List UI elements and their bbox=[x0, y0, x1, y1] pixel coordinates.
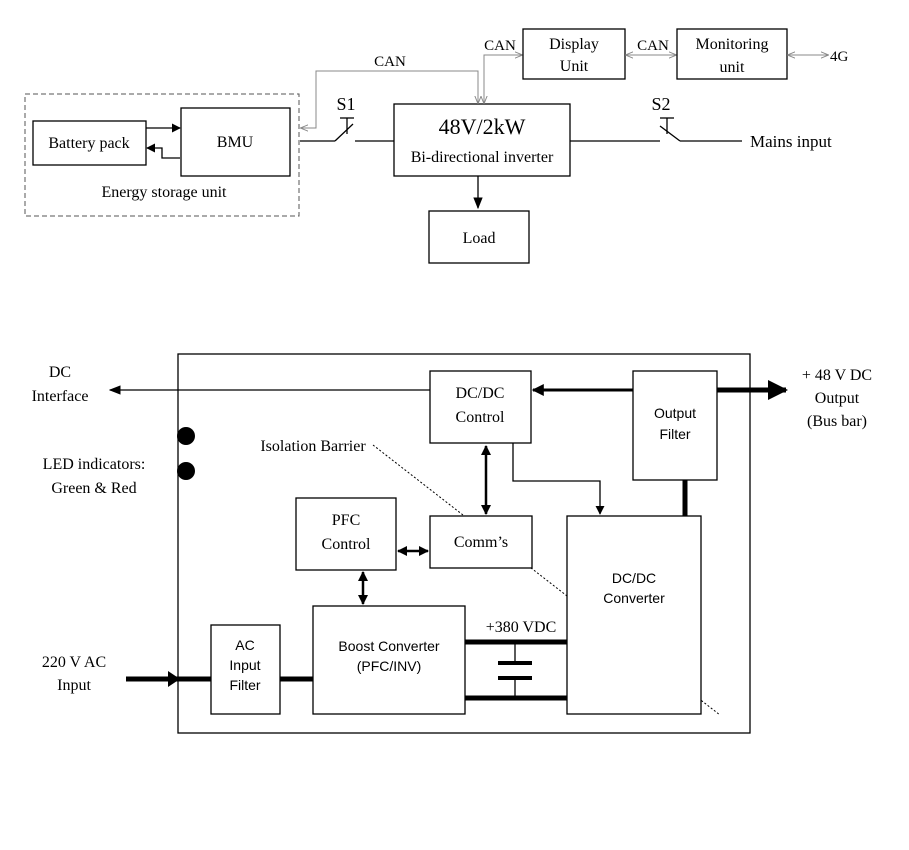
boost-converter-line2: (PFC/INV) bbox=[357, 658, 422, 674]
dc-output-line3: (Bus bar) bbox=[807, 413, 867, 430]
ac-input-line2: Input bbox=[57, 677, 91, 694]
load-box bbox=[428, 210, 530, 264]
boost-converter-line1: Boost Converter bbox=[338, 638, 439, 654]
isolation-barrier-line bbox=[372, 444, 721, 716]
battery-pack-box bbox=[32, 120, 147, 166]
led-indicators-line2: Green & Red bbox=[51, 480, 136, 497]
ac-input-arrowhead bbox=[168, 671, 180, 687]
boost-converter-block: Boost Converter (PFC/INV) bbox=[312, 605, 466, 715]
led-indicators-line1: LED indicators: bbox=[43, 456, 146, 473]
dc-output-line2: Output bbox=[815, 390, 860, 407]
pfc-control-box bbox=[295, 497, 397, 571]
dc-link-bus: +380 VDC bbox=[465, 619, 567, 701]
dc-interface-line1: DC bbox=[49, 364, 71, 381]
boost-converter-box bbox=[312, 605, 466, 715]
ac-filter-line3: Filter bbox=[229, 677, 260, 693]
dcdc-converter-block: DC/DC Converter bbox=[566, 515, 702, 715]
bmu-box bbox=[180, 107, 291, 177]
display-unit-block: Display Unit bbox=[522, 28, 626, 80]
led-indicator-red bbox=[177, 462, 195, 480]
s1-label: S1 bbox=[336, 94, 355, 114]
monitoring-unit-box bbox=[676, 28, 788, 80]
switch-s1: S1 bbox=[334, 94, 356, 142]
can-label-display: CAN bbox=[484, 38, 516, 54]
isolation-barrier-label: Isolation Barrier bbox=[260, 438, 366, 455]
dcdc-converter-box bbox=[566, 515, 702, 715]
monitoring-unit-line1: Monitoring bbox=[696, 36, 769, 53]
control-converter-link bbox=[512, 443, 605, 515]
led-indicator-green bbox=[177, 427, 195, 445]
mains-input-label: Mains input bbox=[750, 132, 832, 151]
bmu-inverter-can-link bbox=[301, 70, 478, 128]
display-unit-line1: Display bbox=[549, 36, 599, 53]
load-label: Load bbox=[463, 230, 496, 247]
pfc-control-line1: PFC bbox=[332, 512, 360, 529]
dc-bus-voltage-label: +380 VDC bbox=[486, 619, 557, 636]
dc-interface-line2: Interface bbox=[32, 388, 89, 405]
bmu-block: BMU bbox=[180, 107, 291, 177]
battery-pack-label: Battery pack bbox=[48, 135, 129, 152]
inverter-display-can-link bbox=[484, 55, 522, 103]
four-g-label: 4G bbox=[830, 49, 849, 65]
can-label-monitoring: CAN bbox=[637, 38, 669, 54]
output-filter-block: Output Filter bbox=[632, 370, 718, 481]
inverter-block: 48V/2kW Bi-directional inverter bbox=[393, 103, 571, 177]
inverter-rating: 48V/2kW bbox=[439, 114, 526, 139]
bmu-label: BMU bbox=[217, 134, 254, 151]
comms-block: Comm’s bbox=[429, 515, 533, 569]
bmu-to-battery-arrow bbox=[146, 143, 180, 159]
can-label-bmu: CAN bbox=[374, 54, 406, 70]
display-unit-line2: Unit bbox=[560, 58, 589, 75]
switch-s2: S2 bbox=[651, 94, 681, 142]
energy-storage-unit: Energy storage unit bbox=[24, 93, 300, 217]
comms-label: Comm’s bbox=[454, 534, 508, 551]
dcdc-control-line2: Control bbox=[456, 409, 505, 426]
s2-label: S2 bbox=[651, 94, 670, 114]
energy-storage-border bbox=[24, 93, 300, 217]
load-block: Load bbox=[428, 210, 530, 264]
output-filter-line1: Output bbox=[654, 405, 696, 421]
pfc-control-block: PFC Control bbox=[295, 497, 397, 571]
dcdc-converter-line2: Converter bbox=[603, 590, 665, 606]
inverter-name: Bi-directional inverter bbox=[411, 149, 554, 166]
dcdc-control-line1: DC/DC bbox=[456, 385, 505, 402]
energy-storage-label: Energy storage unit bbox=[101, 184, 227, 201]
dcdc-converter-line1: DC/DC bbox=[612, 570, 656, 586]
output-filter-line2: Filter bbox=[659, 426, 690, 442]
ac-input-filter-block: AC Input Filter bbox=[210, 624, 281, 715]
dcdc-control-block: DC/DC Control bbox=[429, 370, 532, 444]
comms-box bbox=[429, 515, 533, 569]
ac-input-line1: 220 V AC bbox=[42, 654, 106, 671]
output-filter-box bbox=[632, 370, 718, 481]
pfc-control-line2: Control bbox=[322, 536, 371, 553]
ac-filter-line1: AC bbox=[235, 637, 254, 653]
ac-input-filter-box bbox=[210, 624, 281, 715]
dcdc-control-box bbox=[429, 370, 532, 444]
monitoring-unit-line2: unit bbox=[720, 59, 745, 76]
ac-filter-line2: Input bbox=[229, 657, 260, 673]
display-unit-box bbox=[522, 28, 626, 80]
battery-pack-block: Battery pack bbox=[32, 120, 147, 166]
monitoring-unit-block: Monitoring unit bbox=[676, 28, 788, 80]
dc-output-line1: + 48 V DC bbox=[802, 367, 872, 384]
